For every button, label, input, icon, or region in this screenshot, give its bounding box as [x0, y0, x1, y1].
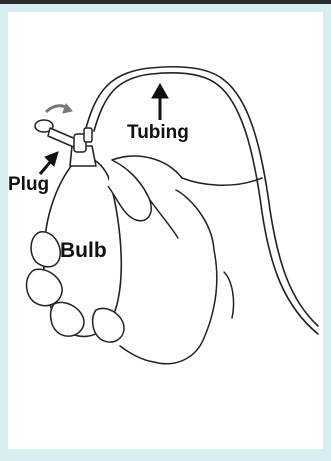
tubing-label: Tubing: [127, 123, 189, 142]
bulb-label: Bulb: [60, 240, 107, 261]
plug-label: Plug: [8, 175, 49, 194]
